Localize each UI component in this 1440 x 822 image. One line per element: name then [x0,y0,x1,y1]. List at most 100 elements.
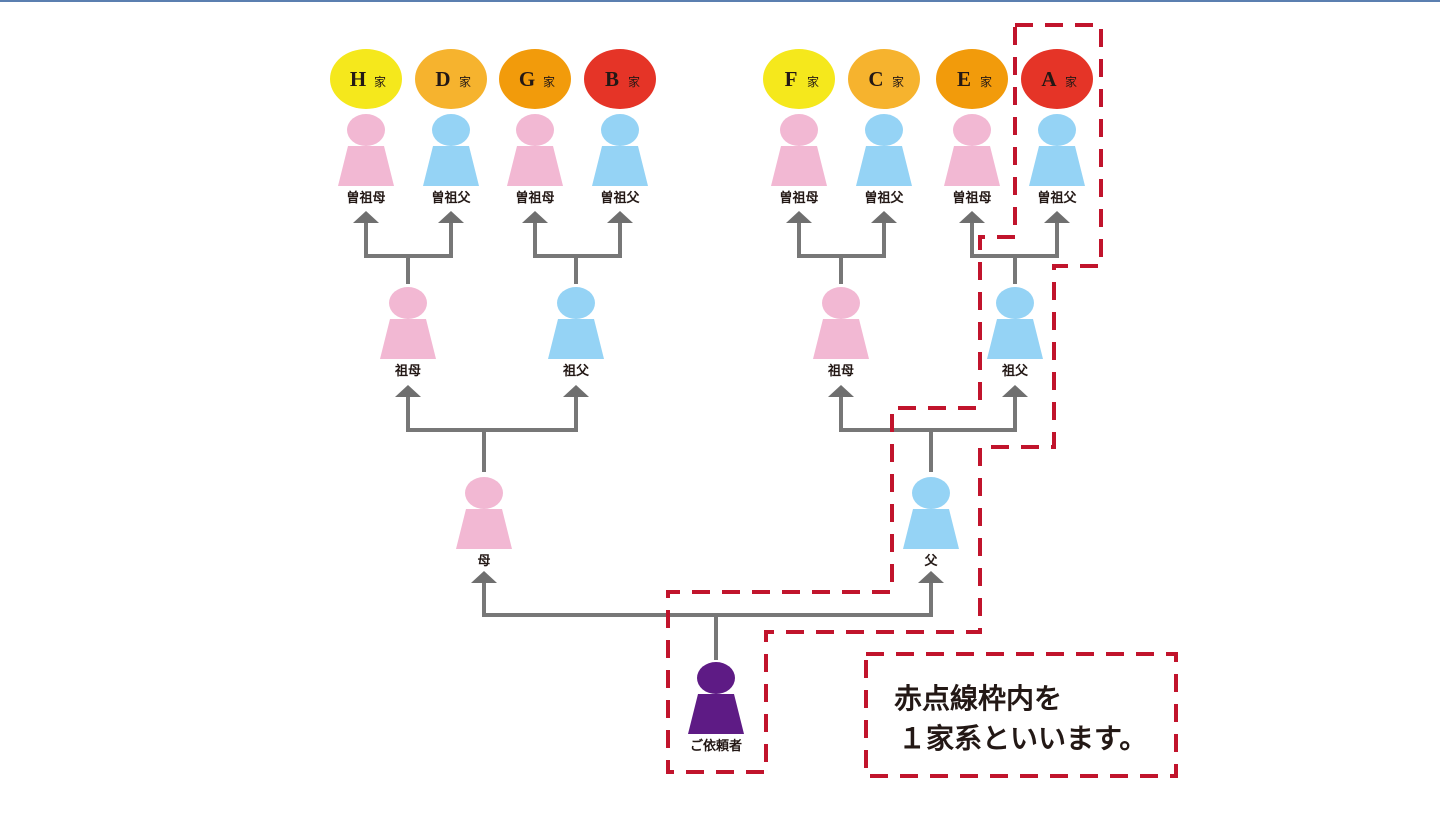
grandparent: 祖父 [987,287,1043,379]
arrow-head-icon [438,211,464,223]
person-head-icon [432,114,470,146]
arrow-head-icon [871,211,897,223]
family-letter: B [605,67,619,91]
person-label: 曽祖父 [1037,190,1077,206]
family-badge-circle [763,49,835,109]
connector-bracket [406,395,578,432]
family-badge-circle [415,49,487,109]
family-letter: H [350,67,366,91]
person-body-icon [688,694,744,734]
grandparent: 祖父 [548,287,604,379]
arrow-head-icon [353,211,379,223]
person-label: 曽祖母 [515,190,554,206]
person-head-icon [347,114,385,146]
family-badge-circle [1021,49,1093,109]
person-head-icon [697,662,735,694]
person-label: 曽祖父 [431,190,471,206]
person-head-icon [465,477,503,509]
family-letter: E [957,67,971,91]
person-head-icon [601,114,639,146]
mother: 母 [456,477,512,569]
family-badge-circle [848,49,920,109]
person-body-icon [380,319,436,359]
people: 曽祖母曽祖父曽祖母曽祖父曽祖母曽祖父曽祖母曽祖父祖母祖父祖母祖父母父ご依頼者 [338,114,1085,754]
arrow-head-icon [1044,211,1070,223]
person-label: 母 [477,554,490,569]
person-head-icon [953,114,991,146]
family-suffix: 家 [459,74,471,89]
person-body-icon [1029,146,1085,186]
great-grandparent: 曽祖父 [423,114,479,206]
arrow-head-icon [959,211,985,223]
note-line-1: 赤点線枠内を [894,682,1062,715]
family-badge-circle [330,49,402,109]
person-body-icon [592,146,648,186]
person-body-icon [771,146,827,186]
person-label: ご依頼者 [690,738,742,754]
person-label: 曽祖母 [346,190,385,206]
person-label: 祖父 [562,363,590,379]
family-suffix: 家 [980,74,992,89]
connector-bracket [533,221,622,258]
connector-bracket [482,581,933,617]
family-badge-circle [499,49,571,109]
person-label: 曽祖母 [952,190,991,206]
family-badge-circle [584,49,656,109]
note-line-2: １家系といいます。 [898,722,1147,755]
person-label: 祖父 [1001,363,1029,379]
family-letter: A [1041,67,1057,91]
great-grandparent: 曽祖母 [944,114,1000,206]
family-suffix: 家 [807,74,819,89]
person-head-icon [389,287,427,319]
great-grandparent: 曽祖母 [338,114,394,206]
great-grandparent: 曽祖父 [1029,114,1085,206]
person-head-icon [822,287,860,319]
person-body-icon [548,319,604,359]
person-head-icon [996,287,1034,319]
person-body-icon [944,146,1000,186]
family-letter: C [868,67,883,91]
arrow-head-icon [563,385,589,397]
arrow-head-icon [471,571,497,583]
person-head-icon [912,477,950,509]
family-suffix: 家 [374,74,386,89]
person-head-icon [516,114,554,146]
note-box: 赤点線枠内を １家系といいます。 [864,652,1178,778]
grandparent: 祖母 [380,287,436,379]
connector-bracket [364,221,453,258]
person-body-icon [813,319,869,359]
person-body-icon [987,319,1043,359]
person-label: 祖母 [827,363,854,379]
person-body-icon [903,509,959,549]
family-badge-circle [936,49,1008,109]
arrow-head-icon [828,385,854,397]
arrow-head-icon [918,571,944,583]
person-body-icon [423,146,479,186]
arrow-head-icon [786,211,812,223]
top-border-bar [0,0,1440,2]
person-label: 曽祖父 [600,190,640,206]
tree-connectors [353,211,1070,660]
great-grandparent: 曽祖母 [771,114,827,206]
person-label: 祖母 [394,363,421,379]
person-head-icon [1038,114,1076,146]
arrow-head-icon [607,211,633,223]
client: ご依頼者 [688,662,744,754]
father: 父 [903,477,959,569]
note-border [864,652,1178,778]
family-suffix: 家 [1065,74,1077,89]
great-grandparent: 曽祖母 [507,114,563,206]
person-label: 曽祖母 [779,190,818,206]
family-suffix: 家 [543,74,555,89]
person-head-icon [780,114,818,146]
person-head-icon [865,114,903,146]
